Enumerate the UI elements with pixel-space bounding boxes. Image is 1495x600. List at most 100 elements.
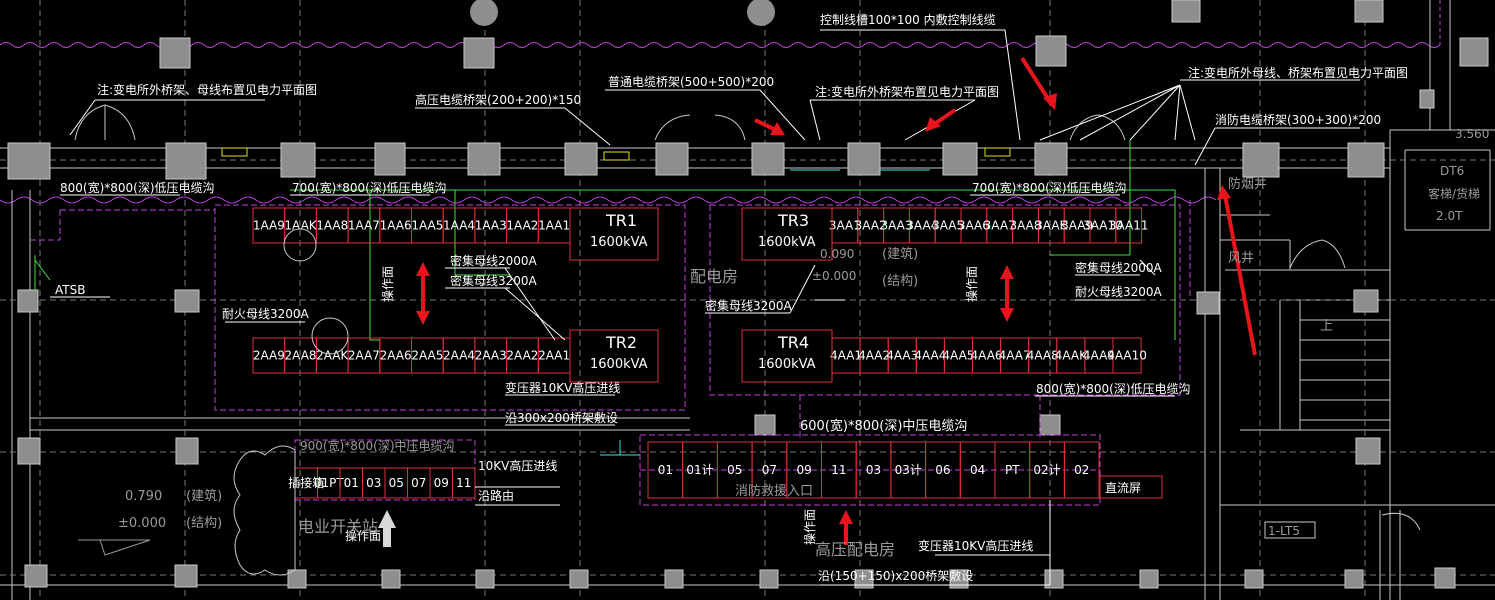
revision-clouds <box>233 228 349 576</box>
panel-cell-label: 2AA7 <box>348 349 380 363</box>
panel-cell-label: 4AA1 <box>830 349 862 363</box>
tr1-kva: 1600kVA <box>590 235 648 250</box>
panel-cell-label: 03 <box>866 463 881 477</box>
panel-cell-label: 3AA6 <box>958 219 990 233</box>
panel-cell-label: 3AA1 <box>829 219 861 233</box>
panel-cell-label: 插接箱 <box>288 475 324 490</box>
tr4-kva: 1600kVA <box>758 357 816 372</box>
panel-cell-label: 01PT <box>314 476 345 490</box>
panel-cell-label: 3AA3 <box>880 219 912 233</box>
elev-0790: 0.790 <box>125 489 162 504</box>
doors <box>74 104 1421 531</box>
panel-cell <box>1112 337 1142 374</box>
op-face-2: 操作面 <box>964 266 979 302</box>
transformers <box>569 207 1163 499</box>
panel-cell-label: 11 <box>831 463 846 477</box>
stair-tag <box>1264 521 1316 539</box>
panel-cell-label: 01 <box>344 476 359 490</box>
busbar-4: 密集母线3200A <box>705 298 793 313</box>
elev-0090: 0.090 <box>820 247 854 261</box>
trench-mid: 700(宽)*800(深)低压电缆沟 <box>292 180 447 195</box>
note-mid: 注:变电所外桥架布置见电力平面图 <box>815 84 999 99</box>
panel-cell-label: 02 <box>1074 463 1089 477</box>
room-distribution: 配电房 <box>690 267 738 286</box>
panel-cell-label: 3AA8 <box>1009 219 1041 233</box>
trafo-hv-in-1b: 沿300x200桥架敷设 <box>505 410 618 425</box>
panel-cell-label: 09 <box>434 476 449 490</box>
leader-lines <box>50 29 1360 586</box>
stair-up: 上 <box>1320 319 1333 334</box>
panel-cell-label: 06 <box>935 463 950 477</box>
op-face-white-arrow <box>378 510 396 547</box>
panel-cell-label: 2AAK <box>316 349 349 363</box>
elevator-capacity: 2.0T <box>1436 209 1463 223</box>
panel-cell-label: 3AA7 <box>984 219 1016 233</box>
busbar-1: 密集母线2000A <box>450 253 538 268</box>
panel-cell-label: 01计 <box>686 463 713 477</box>
air-shaft: 风井 <box>1228 251 1254 266</box>
note-left: 注:变电所外桥架、母线布置见电力平面图 <box>97 82 317 97</box>
panel-cell-label: 1AA2 <box>506 219 538 233</box>
busbar-2: 密集母线3200A <box>450 273 538 288</box>
ten-kv-in: 10KV高压进线 <box>478 458 557 473</box>
panel-row-3: 3AA13AA23AA33AA43AA53AA63AA73AA83AAK3AA9… <box>829 207 1149 244</box>
busbar-3: 耐火母线3200A <box>222 307 310 321</box>
panel-cell-label: 4AA10 <box>1107 349 1147 363</box>
hv-extra-panel: 直流屏 <box>1105 481 1141 495</box>
trench-left: 800(宽)*800(深)低压电缆沟 <box>60 180 215 195</box>
trench-switch-station: 900(宽)*800(深)中压电缆沟 <box>300 438 455 453</box>
tr1-name: TR1 <box>605 211 637 230</box>
wall-equipment <box>221 147 1011 161</box>
busbar-6: 耐火母线3200A <box>1075 285 1163 299</box>
op-face-1: 操作面 <box>380 266 395 302</box>
panel-cell-label: 1AA5 <box>411 219 443 233</box>
columns <box>7 0 1489 589</box>
panel-cell-label: 03 <box>366 476 381 490</box>
panel-cell-label: 4AA9 <box>1083 349 1115 363</box>
smoke-shaft: 防烟井 <box>1228 176 1267 192</box>
panel-cell <box>1115 207 1143 244</box>
panel-cell-label: 2AA8 <box>285 349 317 363</box>
tr2-kva: 1600kVA <box>590 357 648 372</box>
hv-room: 高压配电房 <box>815 540 895 559</box>
panel-cell-label: 03计 <box>895 463 922 477</box>
switch-station: 电业开关站 <box>298 517 378 536</box>
panel-cell-label: 2AA9 <box>253 349 285 363</box>
red-arrows <box>416 56 1257 545</box>
tr3-kva: 1600kVA <box>758 235 816 250</box>
panel-cell-label: 4AA4 <box>914 349 946 363</box>
panel-cell-label: 1AA3 <box>475 219 507 233</box>
round-columns <box>470 0 775 26</box>
top-scallop-boundary <box>0 0 1441 204</box>
ten-kv-route: 沿路由 <box>478 488 514 503</box>
panel-cell-label: 1AA9 <box>253 219 285 233</box>
panel-cell-label: 3AA5 <box>932 219 964 233</box>
panel-cell-label: 01 <box>658 463 673 477</box>
panel-cell-label: 4AA3 <box>886 349 918 363</box>
panel-cell-label: 1AAK <box>284 219 317 233</box>
busbar-5: 密集母线2000A <box>1075 260 1163 275</box>
label-struct-b: (结构) <box>186 516 222 531</box>
note-control-trough: 控制线槽100*100 内敷控制线缆 <box>820 12 996 27</box>
green-cables <box>34 140 1176 341</box>
panel-cell-label: 4AA6 <box>971 349 1003 363</box>
panel-cell-label: 1AA7 <box>348 219 380 233</box>
trafo-hv-in-2b: 沿(150+150)x200桥架敷设 <box>818 568 973 583</box>
panel-cell-label: 2AA5 <box>411 349 443 363</box>
panel-cell-label: 07 <box>411 476 426 490</box>
elevation-3560: 3.560 <box>1455 127 1489 141</box>
trench-right-lower: 800(宽)*800(深)低压电缆沟 <box>1036 381 1191 396</box>
tr3-name: TR3 <box>777 211 809 230</box>
panel-cell-label: 02计 <box>1033 463 1060 477</box>
panel-cell-label: 4AA8 <box>1027 349 1059 363</box>
panel-cell-label: 4AA5 <box>942 349 974 363</box>
panel-cell-label: 3AA10 <box>1083 219 1123 233</box>
panel-cell-label: 07 <box>762 463 777 477</box>
trench-mv: 600(宽)*800(深)中压电缆沟 <box>800 418 967 434</box>
panel-cell-label: 3AA11 <box>1109 219 1149 233</box>
panel-cell-label: 4AA2 <box>858 349 890 363</box>
panel-cell-label: 3AAK <box>1035 219 1068 233</box>
